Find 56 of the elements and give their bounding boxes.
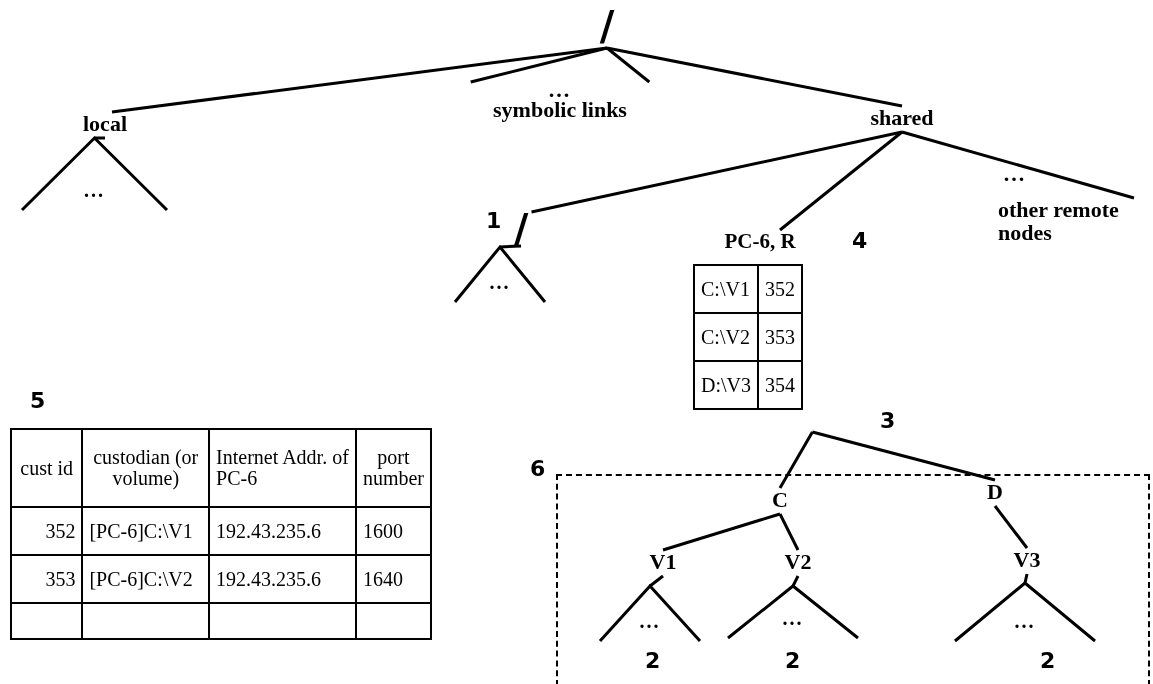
- tree-branch-line: [606, 46, 903, 108]
- ellipsis: ...: [1002, 162, 1028, 186]
- table-cell: Internet Addr. of PC-6: [209, 429, 356, 507]
- tree-branch-line: [901, 130, 1135, 200]
- tree-branch-line: [779, 130, 903, 232]
- tree-branch-line: [778, 431, 814, 489]
- directory-label: shared: [856, 106, 948, 132]
- table-heading: PC-6, R: [723, 230, 797, 253]
- directory-label: other remote nodes: [998, 198, 1134, 244]
- table-cell: 352: [758, 265, 802, 314]
- table-cell: [PC-6]C:\V1: [82, 507, 210, 555]
- ellipsis: ...: [547, 82, 573, 98]
- tree-branch-line: [993, 505, 1029, 549]
- tree-branch-line: [499, 244, 522, 249]
- tree-branch-line: [1023, 573, 1029, 584]
- table-cell: cust id: [11, 429, 83, 507]
- callout-number: 2: [1040, 648, 1056, 673]
- table-cell: D:\V3: [694, 361, 758, 410]
- callout-number: 5: [30, 388, 46, 413]
- table-cell: 192.43.235.6: [209, 555, 356, 603]
- tree-branch-line: [470, 46, 608, 84]
- table-cell: 353: [11, 555, 83, 603]
- directory-label: V3: [1008, 548, 1046, 574]
- tree-branch-line: [531, 130, 903, 214]
- tree-branch-line: [662, 512, 781, 552]
- callout-number: 3: [880, 408, 896, 433]
- table-cell: custodian (or volume): [82, 429, 210, 507]
- tree-branch-line: [812, 430, 996, 482]
- directory-label: local: [70, 112, 140, 138]
- directory-label: V2: [780, 550, 816, 576]
- root-directory-label: /: [592, 4, 622, 48]
- tree-branch-line: [649, 574, 664, 588]
- tree-branch-line: [94, 136, 105, 140]
- table-cell: 1640: [355, 555, 431, 603]
- callout-number: 2: [785, 648, 801, 673]
- table-cell: [PC-6]C:\V2: [82, 555, 210, 603]
- tree-branch-line: [778, 513, 800, 551]
- table-cell: 353: [758, 313, 802, 362]
- table-cell: C:\V2: [694, 313, 758, 362]
- directory-label: symbolic links: [492, 98, 628, 122]
- directory-label: D: [980, 480, 1010, 506]
- table-cell: 354: [758, 361, 802, 410]
- table-cell: C:\V1: [694, 265, 758, 314]
- table-cell: 192.43.235.6: [209, 507, 356, 555]
- directory-label: C: [765, 488, 795, 514]
- table-cell: 352: [11, 507, 83, 555]
- table-cell: 1600: [355, 507, 431, 555]
- callout-number: 4: [852, 228, 868, 253]
- directory-label: V1: [645, 550, 681, 576]
- tree-branch-line: [791, 575, 800, 587]
- root-directory-label: /: [506, 212, 536, 246]
- table-cell: port number: [355, 429, 431, 507]
- callout-number: 2: [645, 648, 661, 673]
- callout-number: 6: [530, 456, 546, 481]
- callout-number: 1: [486, 208, 502, 233]
- tree-branch-line: [606, 46, 651, 84]
